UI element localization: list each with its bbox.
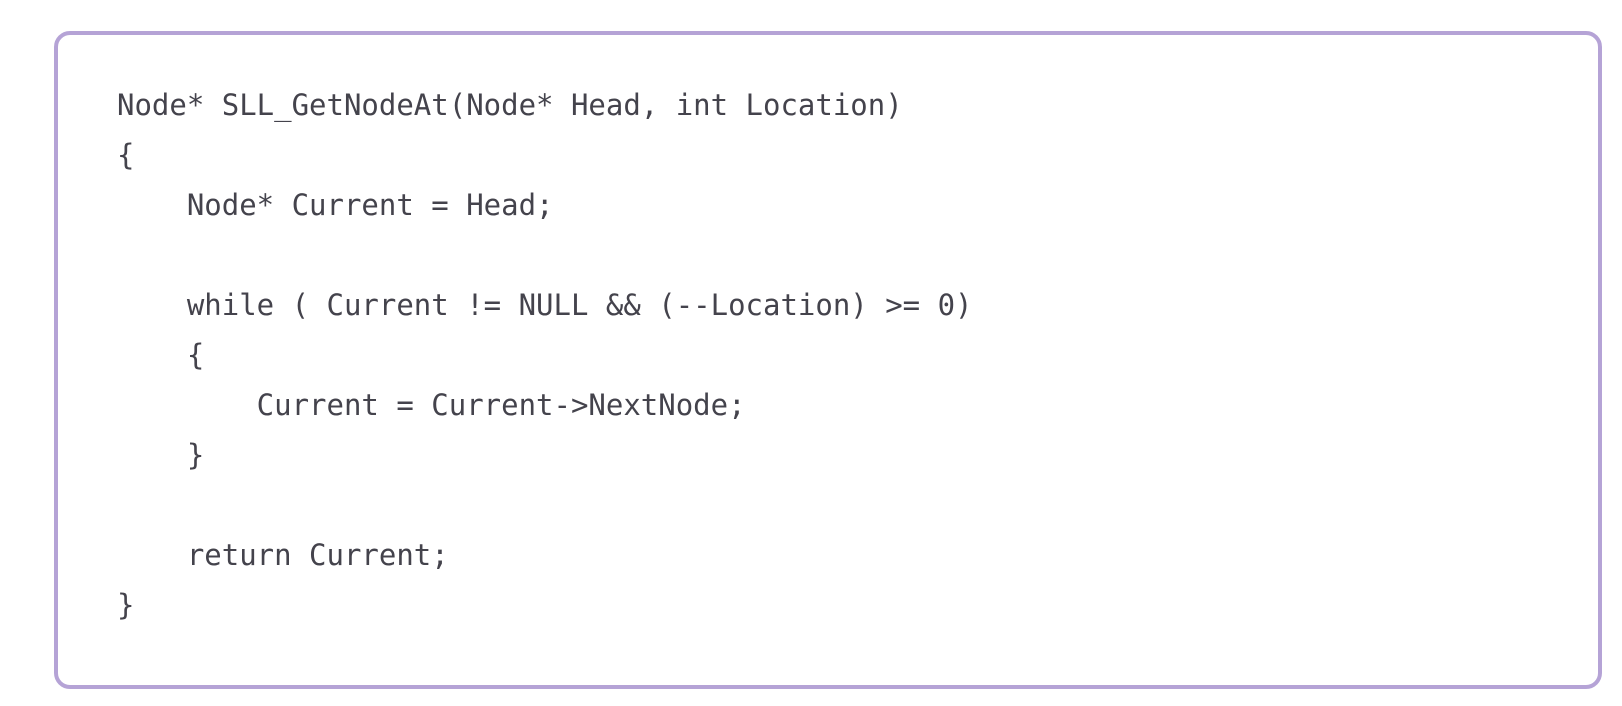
code-line [117,480,1568,530]
code-line [117,230,1568,280]
code-line: Node* SLL_GetNodeAt(Node* Head, int Loca… [117,88,903,122]
code-line: Current = Current->NextNode; [117,388,746,422]
code-block: Node* SLL_GetNodeAt(Node* Head, int Loca… [117,80,1568,630]
code-card: Node* SLL_GetNodeAt(Node* Head, int Loca… [54,31,1602,689]
code-line: while ( Current != NULL && (--Location) … [117,288,973,322]
code-line: Node* Current = Head; [117,188,554,222]
code-line: { [117,338,205,372]
code-line: { [117,138,135,172]
code-line: return Current; [117,538,449,572]
code-line: } [117,438,205,472]
code-line: } [117,588,135,622]
